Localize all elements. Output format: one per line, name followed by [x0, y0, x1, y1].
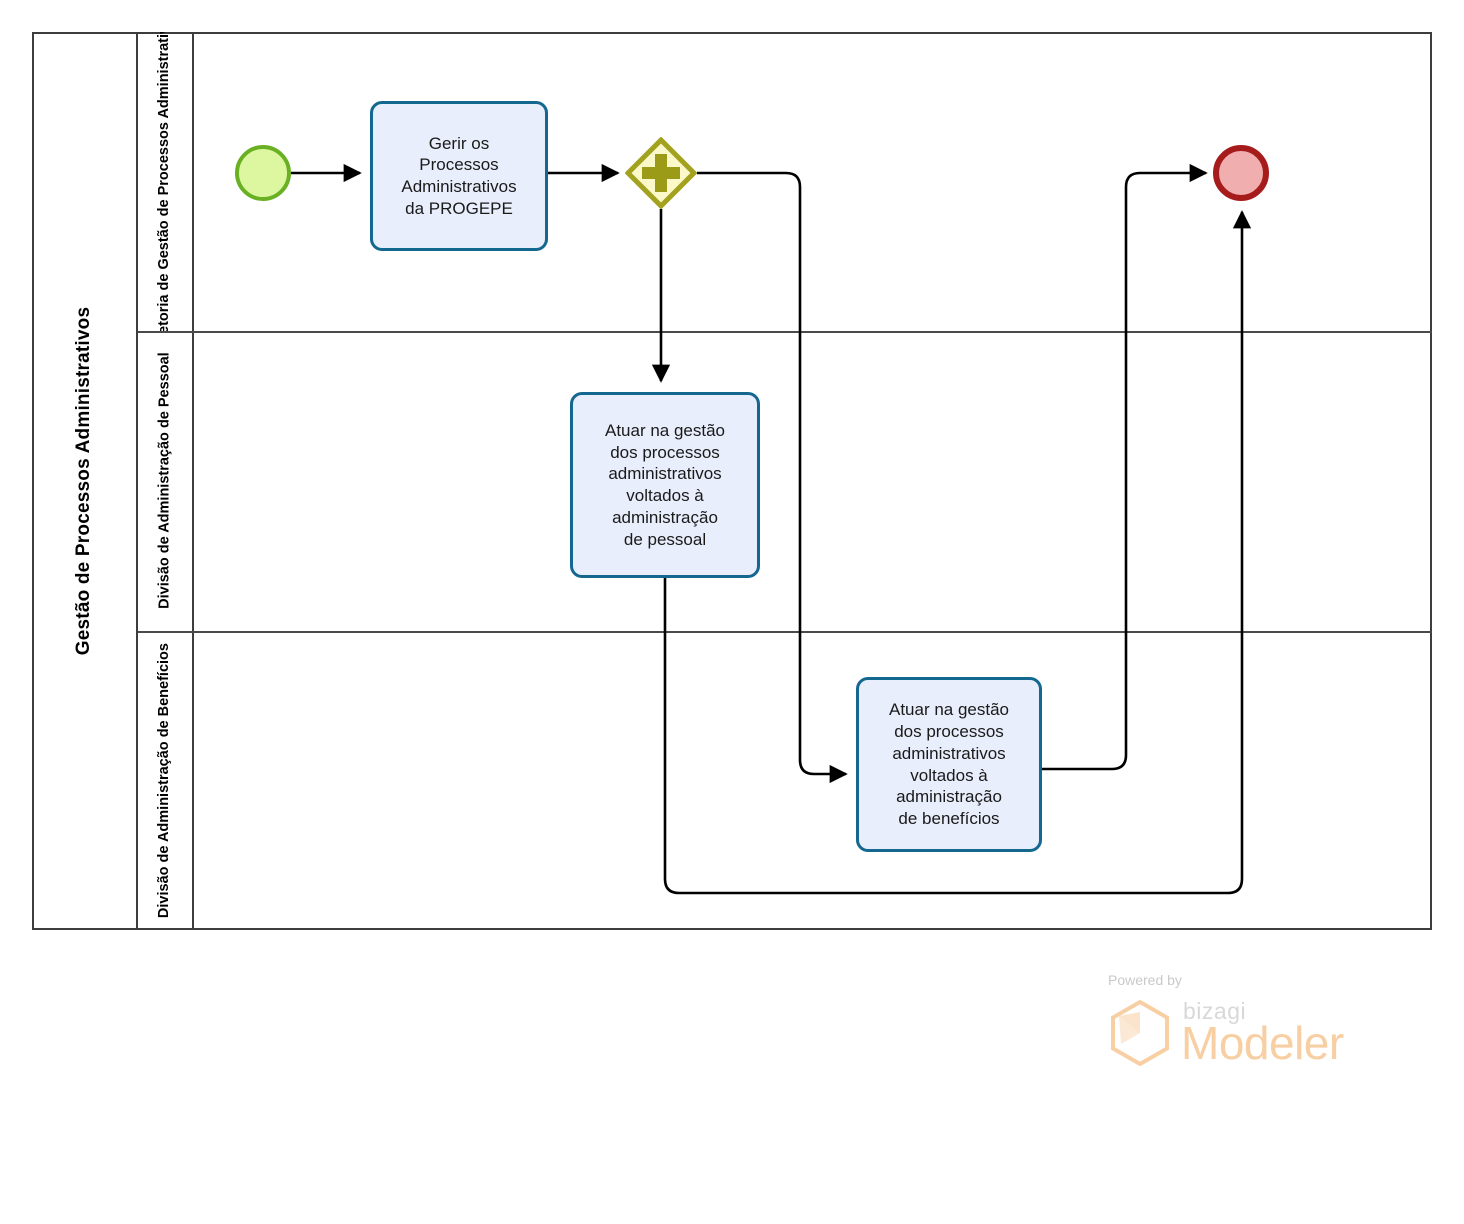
- end-event[interactable]: [1213, 145, 1269, 201]
- lane-divider-2: [138, 631, 1432, 633]
- bizagi-watermark: Powered by bizagi Modeler: [1105, 972, 1365, 1069]
- pool-frame: [32, 32, 1432, 930]
- task-gestao-pessoal[interactable]: Atuar na gestão dos processos administra…: [570, 392, 760, 578]
- lane-label-diretoria: Diretoria de Gestão de Processos Adminis…: [156, 32, 173, 331]
- watermark-product: Modeler: [1181, 1017, 1344, 1069]
- task-gestao-beneficios[interactable]: Atuar na gestão dos processos administra…: [856, 677, 1042, 852]
- lane-header-beneficios: Divisão de Administração de Benefícios: [138, 631, 194, 930]
- lane-divider-1: [138, 331, 1432, 333]
- lane-label-pessoal: Divisão de Administração de Pessoal: [156, 352, 173, 610]
- gateway-plus-icon: [642, 154, 680, 192]
- start-event[interactable]: [235, 145, 291, 201]
- bizagi-hexagon-icon: [1111, 1000, 1169, 1066]
- lane-header-diretoria: Diretoria de Gestão de Processos Adminis…: [138, 32, 194, 331]
- parallel-gateway[interactable]: [624, 136, 698, 210]
- watermark-powered-by: Powered by: [1108, 972, 1182, 988]
- watermark-brand: bizagi: [1183, 998, 1247, 1024]
- pool-title: Gestão de Processos Administrativos: [73, 306, 95, 656]
- task-gerir-processos[interactable]: Gerir os Processos Administrativos da PR…: [370, 101, 548, 251]
- lane-header-pessoal: Divisão de Administração de Pessoal: [138, 331, 194, 631]
- pool-header: Gestão de Processos Administrativos: [32, 32, 138, 930]
- lane-label-beneficios: Divisão de Administração de Benefícios: [156, 642, 173, 919]
